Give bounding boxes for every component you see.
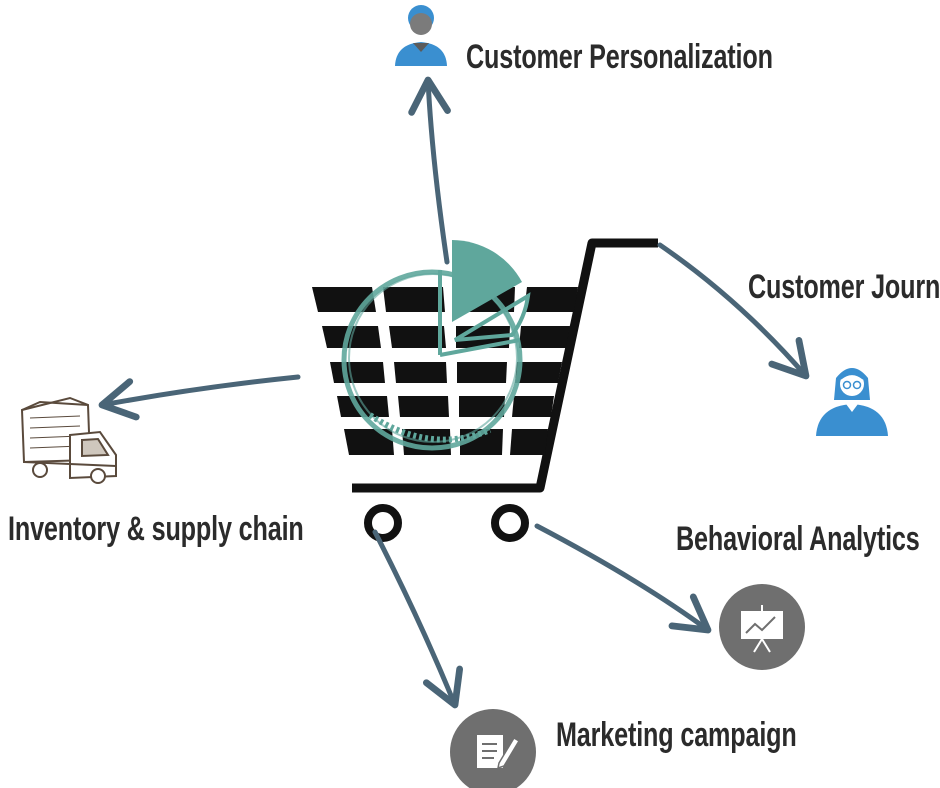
arrow-to-journey <box>657 242 810 380</box>
label-marketing-campaign: Marketing campaign <box>556 716 797 754</box>
user-icon <box>395 5 447 66</box>
arrow-to-personalization <box>408 76 451 265</box>
document-edit-icon <box>450 709 536 788</box>
woman-user-icon <box>816 368 888 436</box>
delivery-truck-icon <box>20 396 117 484</box>
arrow-to-marketing <box>372 529 464 709</box>
arrow-to-inventory <box>98 374 301 421</box>
label-customer-personalization: Customer Personalization <box>466 38 773 76</box>
arrow-to-analytics <box>534 523 712 634</box>
label-behavioral-analytics: Behavioral Analytics <box>676 520 920 558</box>
label-customer-journey: Customer Journey <box>748 268 940 306</box>
arrows <box>98 76 810 709</box>
label-inventory-supply-chain: Inventory & supply chain <box>8 510 304 548</box>
pie-chart-icon <box>341 240 531 451</box>
presentation-chart-icon <box>719 584 805 670</box>
